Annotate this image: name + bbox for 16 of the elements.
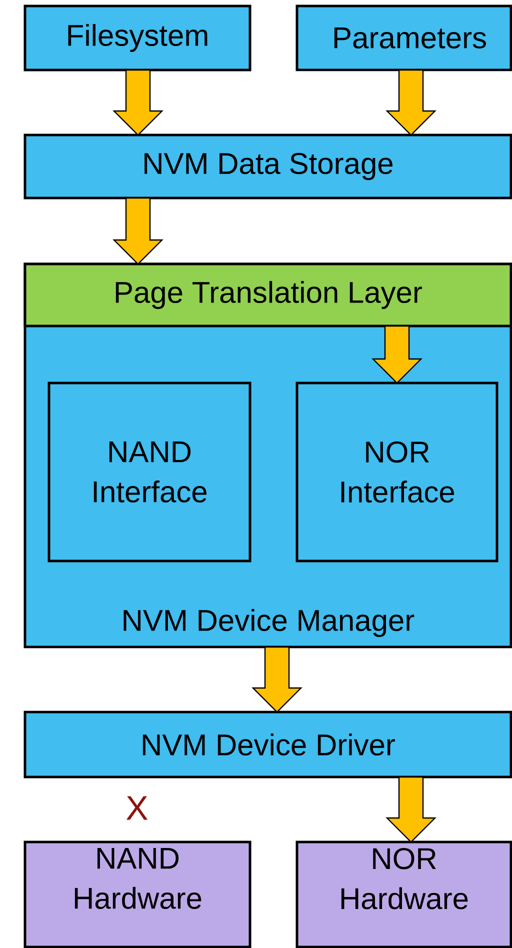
block-arrow — [386, 69, 436, 136]
hardware-box: NOR Hardware — [296, 840, 512, 948]
layer-band: Page Translation Layer — [24, 262, 512, 328]
interface-box: NOR Interface — [296, 382, 498, 562]
hardware-box: NAND Hardware — [24, 840, 252, 948]
block-arrow — [372, 325, 422, 384]
block-arrow — [386, 776, 436, 843]
block-arrow — [252, 646, 302, 713]
process-box: Filesystem — [24, 4, 252, 72]
block-arrow — [112, 69, 164, 136]
process-box: Parameters — [296, 4, 512, 72]
block-arrow — [112, 197, 164, 265]
interface-box: NAND Interface — [48, 382, 252, 562]
layer-box: NVM Data Storage — [24, 134, 512, 200]
cross-mark: X — [126, 796, 148, 820]
layer-box: NVM Device Driver — [24, 710, 512, 778]
